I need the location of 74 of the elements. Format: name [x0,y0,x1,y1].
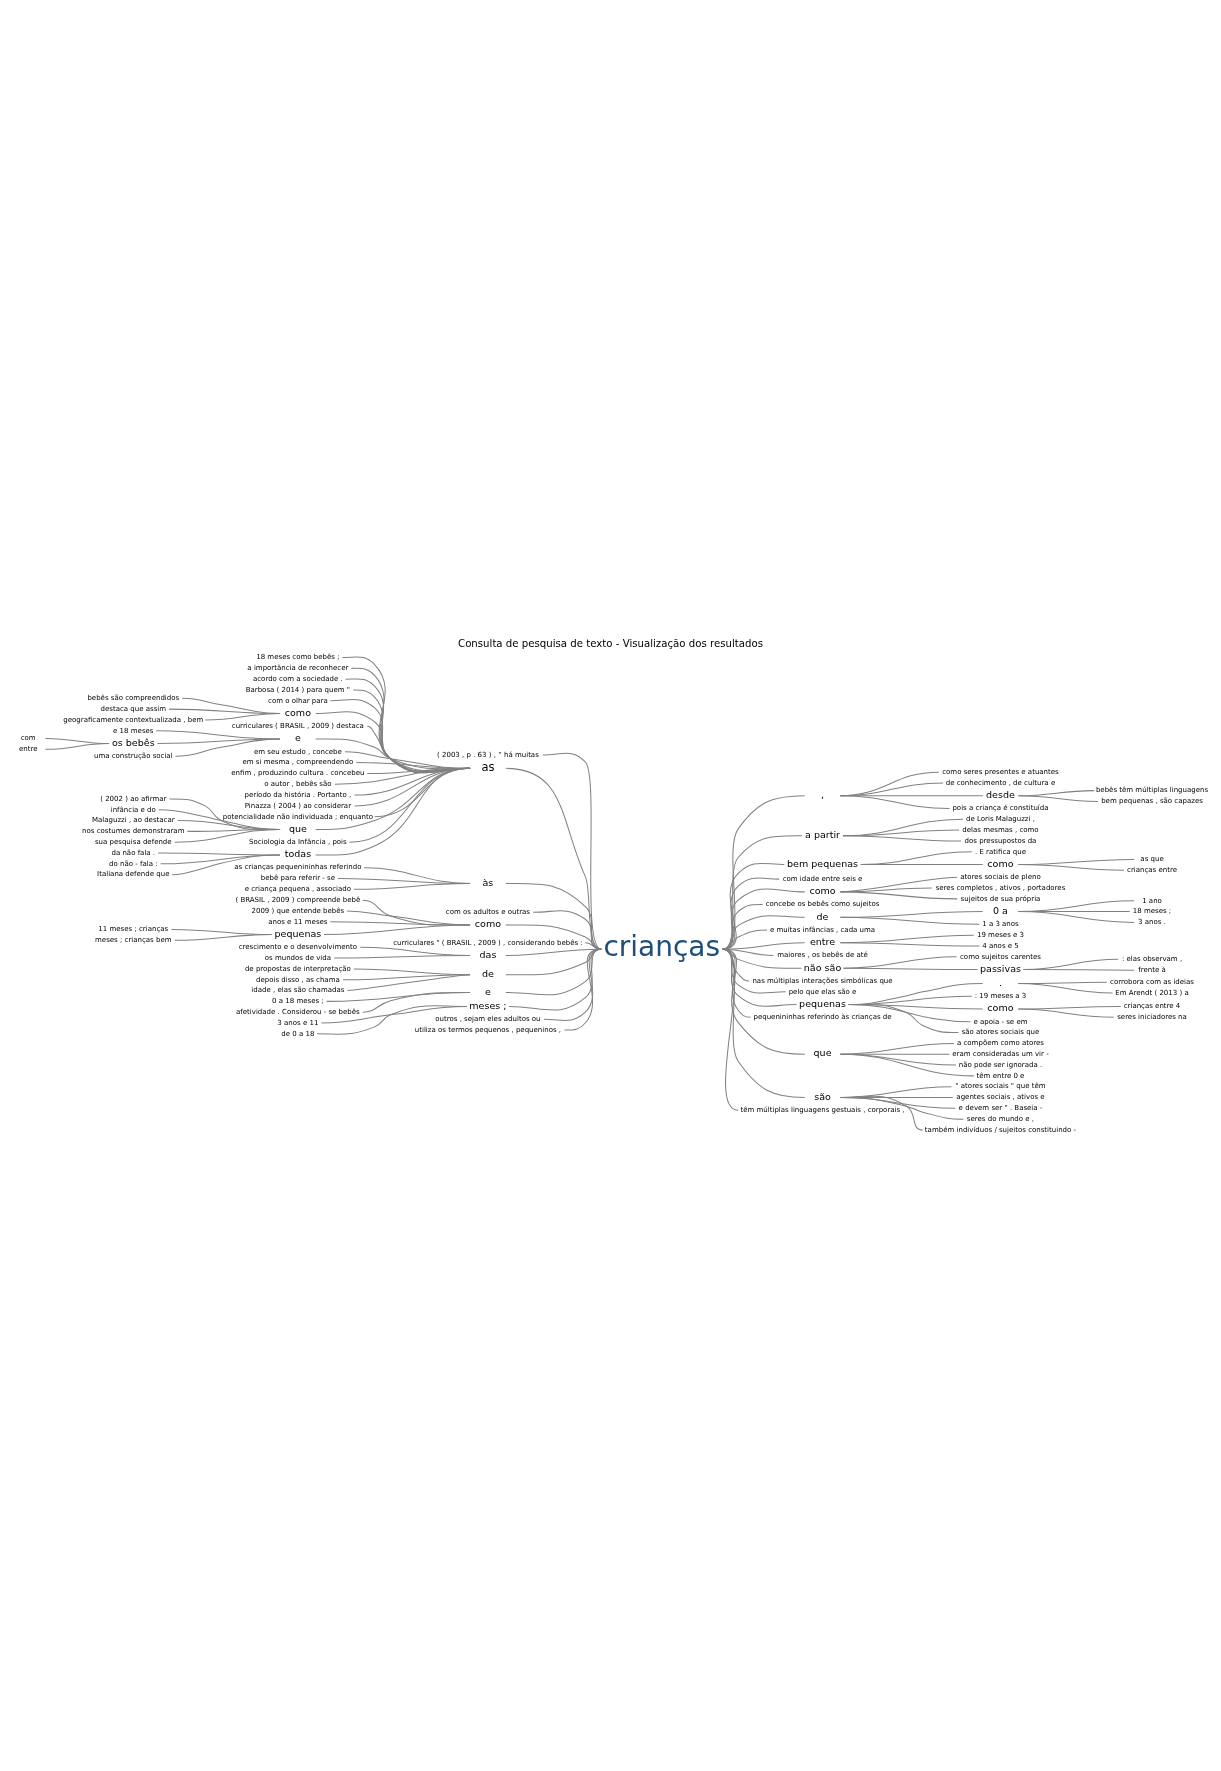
connector [347,974,471,992]
connector [848,1003,959,1034]
node-text: como [987,1002,1014,1014]
node-text: crianças [603,930,721,964]
connector [316,1005,468,1035]
connector [721,835,803,950]
node-text: como [474,918,502,930]
node-text: como [284,706,311,718]
connector [839,795,951,809]
connector [721,915,806,950]
diagram-title: Consulta de pesquisa de texto - Visualização dos resultados [458,638,763,650]
connector [839,891,958,900]
node-text: todas [284,848,312,860]
node-text: e [294,732,301,744]
connector [353,883,471,890]
node-text: das [479,948,497,960]
connector [171,854,281,876]
node-text: e [485,985,491,997]
connector [860,864,984,865]
connector [174,738,281,757]
node-text: 0 a [993,904,1008,916]
connector [721,862,785,950]
node-text: como [987,857,1014,869]
connector [174,828,281,843]
connector [721,929,768,950]
node-text: a partir [805,829,841,841]
connector [721,877,780,950]
connector [1017,864,1125,871]
connector [839,1053,975,1077]
connector [505,924,602,950]
node-text: , [821,788,825,800]
connector [1022,969,1135,971]
connector [1017,911,1135,923]
connector [333,955,471,959]
node-text: bem pequenas [786,857,859,869]
connector [505,767,602,950]
connector [839,1095,924,1131]
connector [839,916,980,925]
node-text: pequenas [274,927,322,939]
connector [721,948,739,1111]
connector [563,948,602,1031]
node-text: que [288,822,307,834]
connector [362,991,471,1013]
connector [842,835,962,842]
node-text: os bebês [111,736,155,748]
node-text: de [816,910,829,922]
connector [204,713,281,721]
connector [174,934,273,941]
connector [1017,1008,1115,1018]
connector [721,888,806,950]
connector [44,743,110,750]
connector [323,924,471,936]
connector [839,942,980,947]
node-text: que [813,1047,832,1059]
node-text: como [809,885,836,897]
node-text: são [814,1090,831,1102]
node-text: . [998,976,1003,988]
connector [315,767,471,856]
node-text: passivas [979,962,1021,974]
connector [1017,983,1114,994]
node-text: meses ; [469,999,507,1011]
connector [542,752,602,950]
node-text: entre [809,936,836,948]
connector [505,883,602,950]
node-text: não são [803,961,842,973]
node-text: as [481,760,495,775]
node-text: de [481,967,494,979]
connector [843,967,979,971]
node-text: desde [986,788,1015,800]
node-text: pequenas [799,997,846,1009]
connector [1017,795,1099,802]
connector [532,910,602,950]
node-text: às [482,876,494,888]
connector [721,795,806,950]
